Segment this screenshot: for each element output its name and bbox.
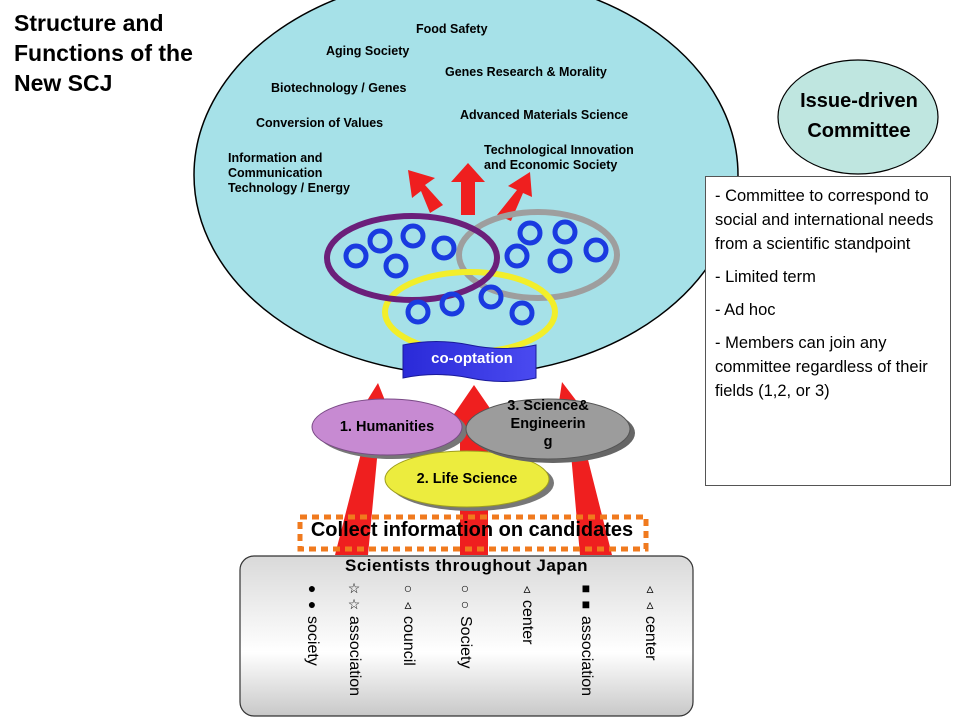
member-circle <box>478 284 504 310</box>
member-circle <box>383 253 409 279</box>
org-symbol: ○ <box>460 580 470 596</box>
organization-column: ■ ■ association <box>574 580 598 696</box>
organization-column: ● ● society <box>300 580 324 666</box>
organization-column: ▵ center <box>515 580 539 644</box>
organization-column: ○ ○ Society <box>453 580 477 668</box>
org-symbol: ■ <box>581 580 591 596</box>
org-symbol: ▵ <box>404 596 412 612</box>
topic-label: Advanced Materials Science <box>460 108 629 122</box>
member-circle <box>367 228 393 254</box>
member-circle <box>517 220 543 246</box>
org-label: center <box>519 600 536 645</box>
issue-committee-title: Issue-driven Committee <box>800 90 918 142</box>
cooptation-banner <box>402 341 537 382</box>
org-symbol: ▵ <box>646 596 654 612</box>
member-circle <box>405 299 431 325</box>
member-circle <box>343 243 369 269</box>
life-science-label: 2. Life Science <box>416 471 518 487</box>
science-eng-ellipse <box>465 398 631 460</box>
issue-item: - Members can join any committee regardl… <box>715 334 928 400</box>
topic-label: Biotechnology / Genes <box>271 81 407 95</box>
org-label: center <box>642 616 659 661</box>
organization-column: ▵ ▵ center <box>638 580 662 660</box>
page-title: Structure and Functions of the New SCJ <box>14 10 193 96</box>
issue-item: - Limited term <box>715 268 816 286</box>
org-symbol: ● <box>307 580 317 596</box>
org-symbol: ☆ <box>347 580 361 596</box>
organization-column: ☆ ☆ association <box>342 580 366 696</box>
member-circle <box>439 291 465 317</box>
topic-label: Genes Research & Morality <box>445 65 607 79</box>
org-label: council <box>400 616 417 666</box>
member-circle <box>504 243 530 269</box>
gray-ring <box>456 209 620 301</box>
topic-label: Conversion of Values <box>256 116 384 130</box>
org-label: association <box>346 616 363 697</box>
life-science-ellipse <box>384 450 550 508</box>
topic-label: Aging Society <box>326 44 410 58</box>
arrow-up-left <box>408 170 443 213</box>
issue-committee-description: - Committee to correspond to social and … <box>705 176 951 486</box>
purple-ring <box>324 213 500 303</box>
org-symbol: ○ <box>460 596 470 612</box>
cooptation-label: co-optation <box>431 350 513 367</box>
org-symbol: ▵ <box>646 580 654 596</box>
humanities-label: 1. Humanities <box>339 419 435 435</box>
arrow-up-center <box>451 163 485 215</box>
scientists-label: Scientists throughout Japan <box>344 556 589 575</box>
humanities-ellipse <box>311 398 463 456</box>
member-circle <box>400 223 426 249</box>
science-eng-label: 3. Science& Engineerin g <box>507 398 589 450</box>
topic-label: Food Safety <box>416 22 488 36</box>
issue-item: - Ad hoc <box>715 301 776 319</box>
issue-item: - Committee to correspond to social and … <box>715 187 934 253</box>
issue-committee-circle <box>777 59 939 175</box>
topic-label: Technological Innovation and Economic So… <box>484 143 634 172</box>
topic-label: Information and Communication Technology… <box>228 151 351 195</box>
org-label: society <box>304 616 321 666</box>
org-label: Society <box>457 616 474 669</box>
member-circle <box>547 248 573 274</box>
collect-info-label: Collect information on candidates <box>310 519 634 541</box>
org-symbol: ☆ <box>347 596 361 612</box>
arrow-up-right <box>497 172 532 221</box>
member-circle <box>431 235 457 261</box>
scientists-box <box>239 555 694 717</box>
org-symbol: ○ <box>403 580 413 596</box>
org-label: association <box>578 616 595 697</box>
member-circle <box>552 219 578 245</box>
member-circle <box>509 300 535 326</box>
member-circle <box>583 237 609 263</box>
org-symbol: ● <box>307 596 317 612</box>
org-symbol: ■ <box>581 596 591 612</box>
org-symbol: ▵ <box>523 580 531 596</box>
organization-column: ○ ▵ council <box>396 580 420 666</box>
member-circles <box>343 219 609 326</box>
collect-frame <box>297 514 649 552</box>
